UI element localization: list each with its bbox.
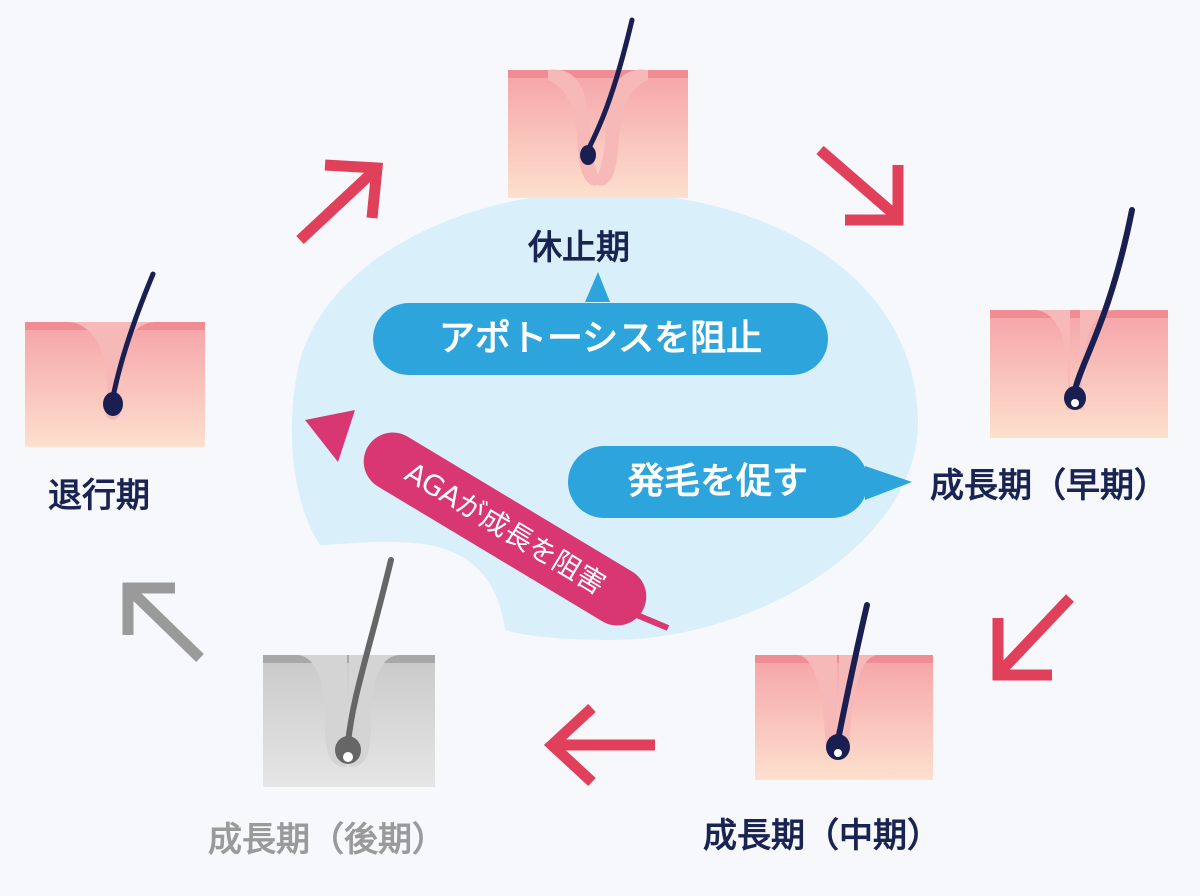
follicle-early-growth [990,207,1168,438]
bubble-promote-tail [865,466,912,500]
arrow-late-to-regression [122,582,204,662]
bubble-promote: 発毛を促す [568,446,868,518]
follicle-late-growth [263,557,435,787]
arrow-early-to-mid [992,594,1074,681]
arrow-regression-to-rest [296,159,384,245]
follicle-rest [508,17,688,198]
follicle-regression [25,271,205,447]
bubble-apoptosis-tail [585,272,610,302]
stage-label-regression: 退行期 [48,476,150,516]
follicle-mid-growth [755,602,933,780]
stage-label-rest: 休止期 [528,228,630,268]
stage-label-mid-growth: 成長期（中期） [703,816,941,856]
bubble-apoptosis: アポトーシスを阻止 [373,303,828,375]
stage-label-late-growth: 成長期（後期） [208,820,446,860]
stage-label-early-growth: 成長期（早期） [930,466,1168,506]
arrow-mid-to-late [543,703,655,787]
arrow-rest-to-early [816,145,904,226]
